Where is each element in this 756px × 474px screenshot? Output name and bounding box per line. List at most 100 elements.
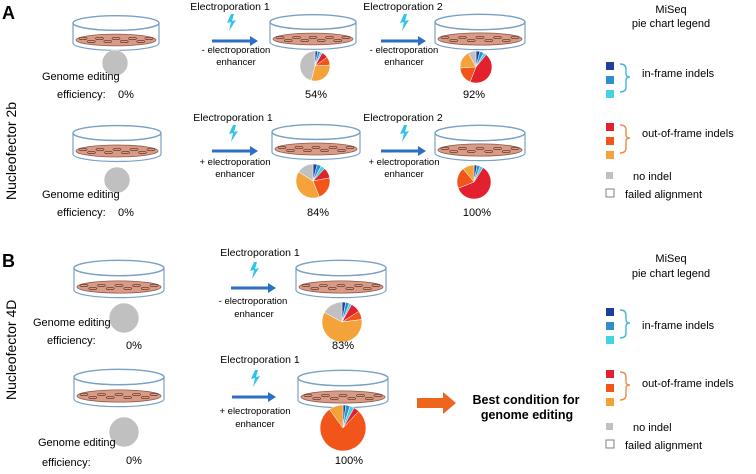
a1-efficiency-ep1: 54%	[305, 89, 327, 101]
cell-mark	[95, 147, 105, 152]
cell-mark	[114, 283, 124, 288]
legend-b-failed-swatch	[605, 439, 615, 449]
bolt-icon	[227, 14, 236, 31]
pie-a1-start	[101, 49, 129, 77]
arrow-head	[418, 146, 426, 156]
cell-mark	[458, 146, 467, 151]
b1-ep1-condition-line1: - electroporation	[219, 296, 288, 307]
pie-b2-ep1	[319, 404, 367, 452]
cell-mark	[104, 150, 113, 155]
arrow-head	[418, 36, 426, 46]
legend-a-title-line1: MiSeq	[655, 4, 686, 16]
cell-mark	[337, 148, 346, 153]
pie-a2-start	[103, 166, 131, 194]
cell-mark	[79, 392, 89, 397]
best-condition-line2: genome editing	[481, 408, 573, 422]
a1-ep2-title: Electroporation 2	[363, 1, 443, 13]
b2-ep1-condition-line2: enhancer	[235, 419, 275, 430]
legend-swatch	[606, 384, 614, 392]
cell-mark	[336, 283, 346, 288]
cell-mark	[275, 35, 285, 40]
cell-mark	[292, 35, 301, 40]
cell-mark	[78, 147, 88, 152]
cell-mark	[362, 286, 372, 291]
dish-a2-start	[72, 124, 162, 163]
arrow-head	[268, 392, 276, 402]
a1-ep2-condition-line2: enhancer	[384, 57, 424, 68]
cell-mark	[341, 35, 351, 40]
legend-swatch	[606, 90, 614, 98]
cell-mark	[277, 145, 287, 150]
arrow-right-icon	[231, 283, 276, 293]
panel-b-row-2: Electroporation 1 + electroporation enha…	[38, 354, 580, 469]
legend-bracket	[619, 309, 631, 339]
cell-mark	[501, 38, 511, 43]
panel-b-letter: B	[2, 251, 15, 271]
cell-mark	[347, 396, 357, 401]
petri-dish-rim	[295, 259, 387, 277]
legend-a-title-line2: pie chart legend	[632, 18, 710, 30]
panel-a-row-2: Electroporation 1 + electroporation enha…	[42, 112, 526, 219]
bolt-shape	[229, 125, 238, 142]
pie-a2-ep1	[295, 163, 331, 199]
cell-mark	[311, 145, 321, 150]
cell-mark	[327, 286, 337, 291]
a1-ep1-condition-line1: - electroporation	[202, 45, 271, 56]
dish-b1-start	[73, 259, 165, 299]
a1-efficiency-ep2: 92%	[463, 89, 485, 101]
legend-b-outframe-label: out-of-frame indels	[642, 378, 734, 390]
dish-b2-start	[73, 368, 165, 408]
legend-b-failed-label: failed alignment	[625, 440, 702, 452]
cell-mark	[140, 286, 150, 291]
dish-a2-ep2	[434, 124, 526, 162]
bolt-icon	[250, 262, 259, 279]
bolt-icon	[229, 125, 238, 142]
pie-b1-ep1	[321, 301, 363, 343]
cell-mark	[466, 149, 476, 154]
cell-mark	[449, 149, 459, 154]
a1-ep1-title: Electroporation 1	[190, 1, 270, 13]
cell-mark	[294, 145, 304, 150]
pie-slice	[324, 301, 343, 323]
cell-mark	[303, 393, 313, 398]
pie-slice	[469, 54, 493, 84]
cell-mark	[301, 283, 311, 288]
pie-slice	[103, 166, 131, 194]
pie-slice	[108, 416, 140, 448]
dish-a1-start	[72, 14, 160, 51]
cell-mark	[325, 35, 334, 40]
cell-mark	[128, 36, 137, 41]
a1-genome-editing-label-line2: efficiency:	[57, 89, 106, 101]
cell-mark	[95, 36, 104, 41]
arrow-right-icon	[381, 36, 426, 46]
cell-mark	[475, 35, 485, 40]
legend-bracket	[619, 63, 631, 93]
cell-mark	[97, 392, 106, 397]
cell-mark	[88, 286, 98, 291]
legend-swatch	[606, 123, 614, 131]
cell-mark	[140, 395, 150, 400]
legend-bracket	[619, 124, 631, 154]
cell-mark	[86, 39, 96, 44]
a2-ep2-condition-line2: enhancer	[384, 169, 424, 180]
dish-b2-ep1	[297, 369, 389, 409]
pie-slice	[298, 163, 314, 182]
pie-a1-ep2	[459, 50, 493, 84]
cell-mark	[149, 283, 159, 288]
cell-mark	[88, 395, 98, 400]
legend-b: MiSeq pie chart legend in-frame indels o…	[605, 253, 734, 452]
b1-genome-editing-label-line2: efficiency:	[47, 335, 96, 347]
legend-a-inframe-swatches	[606, 62, 631, 98]
best-condition-arrow-icon	[417, 392, 456, 414]
pie-slice	[101, 49, 129, 77]
petri-dish-rim	[72, 124, 162, 142]
pie-slice	[310, 64, 331, 82]
petri-dish-rim	[72, 14, 160, 32]
cell-mark	[373, 393, 383, 398]
legend-a-failed-label: failed alignment	[625, 189, 702, 201]
legend-a-no-indel-swatch	[606, 172, 613, 179]
cell-mark	[112, 147, 122, 152]
cell-mark	[329, 396, 339, 401]
legend-a-inframe-label: in-frame indels	[642, 68, 715, 80]
cell-mark	[449, 38, 459, 43]
